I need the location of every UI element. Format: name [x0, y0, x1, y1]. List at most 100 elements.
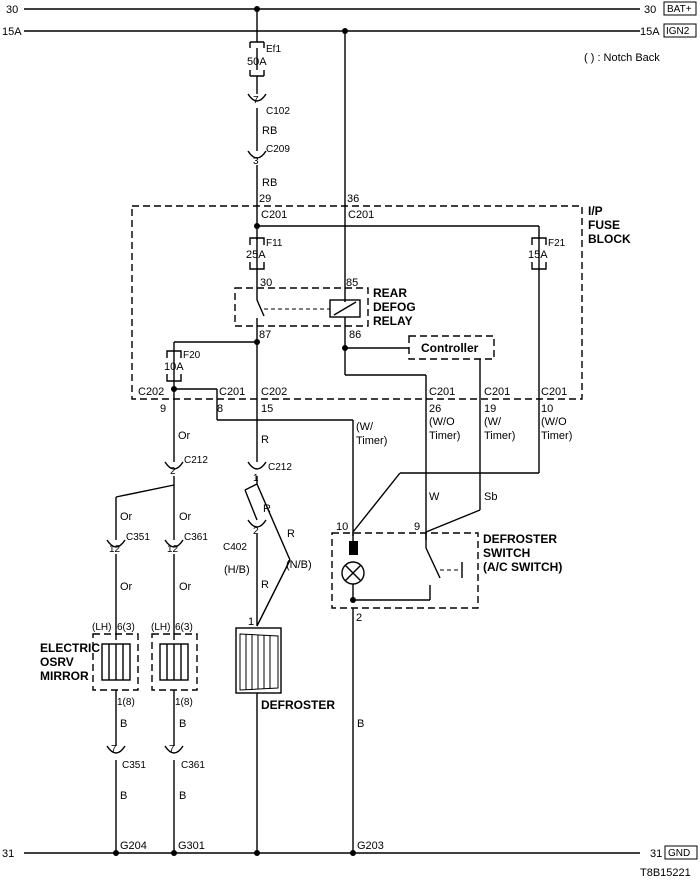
connector-c212-left: 2 C212: [164, 455, 208, 477]
svg-text:Timer): Timer): [541, 430, 572, 442]
wire-label-rb: RB: [262, 177, 277, 189]
svg-text:12: 12: [167, 544, 179, 555]
ign-rail: 15A 15A IGN2: [2, 23, 697, 38]
svg-text:(LH): (LH): [151, 622, 170, 633]
svg-text:DEFROSTER: DEFROSTER: [483, 532, 557, 546]
connector-c212-mid: 1 C212: [247, 461, 292, 484]
svg-text:FUSE: FUSE: [588, 218, 620, 232]
svg-text:I/P: I/P: [588, 204, 603, 218]
svg-text:B: B: [120, 790, 127, 802]
svg-text:R: R: [263, 503, 271, 515]
defroster-switch: 10 9 2 DEFROSTER SWITCH (A/C SWITCH): [331, 521, 562, 624]
svg-text:Timer): Timer): [484, 430, 515, 442]
svg-text:1(8): 1(8): [175, 697, 193, 708]
connector-c402: 2 C402: [223, 519, 267, 553]
ip-fuse-block: [131, 205, 583, 400]
fuse-f20: F20 10A: [164, 350, 201, 382]
svg-text:B: B: [179, 790, 186, 802]
svg-text:SWITCH: SWITCH: [483, 546, 530, 560]
svg-text:Sb: Sb: [484, 491, 497, 503]
defroster-label: DEFROSTER: [261, 698, 335, 712]
svg-text:Or: Or: [179, 511, 192, 523]
svg-text:10: 10: [541, 403, 553, 415]
svg-text:7: 7: [111, 744, 117, 755]
svg-text:B: B: [120, 718, 127, 730]
svg-text:31: 31: [650, 848, 662, 860]
svg-text:25A: 25A: [246, 249, 266, 261]
svg-text:REAR: REAR: [373, 286, 407, 300]
svg-text:F20: F20: [183, 350, 201, 361]
connector-c102: 7 C102: [247, 93, 290, 117]
svg-text:F21: F21: [548, 238, 566, 249]
svg-text:Or: Or: [120, 511, 133, 523]
bat-tag: BAT+: [667, 4, 692, 15]
ground-g301: G301: [178, 840, 205, 852]
junction-dot: [350, 850, 356, 856]
svg-text:36: 36: [347, 193, 359, 205]
rear-defroster-grid: DEFROSTER: [235, 627, 335, 712]
connector-c361-top: 12 C361: [164, 532, 208, 555]
junction-dot: [171, 850, 177, 856]
svg-text:(H/B): (H/B): [224, 564, 250, 576]
svg-text:12: 12: [109, 544, 121, 555]
wire-label-rb: RB: [262, 125, 277, 137]
svg-text:W: W: [429, 491, 440, 503]
svg-text:15A: 15A: [528, 249, 548, 261]
svg-text:1: 1: [248, 616, 254, 628]
fuse-ef1-rating: 50A: [247, 56, 267, 68]
svg-text:9: 9: [414, 521, 420, 533]
connector-c351-top: 12 C351: [106, 532, 150, 555]
fuse-ef1: Ef1 50A: [247, 41, 281, 77]
svg-text:86: 86: [349, 329, 361, 341]
svg-text:C201: C201: [261, 209, 287, 221]
svg-text:C212: C212: [268, 462, 292, 473]
svg-text:2: 2: [170, 466, 176, 477]
svg-text:6(3): 6(3): [117, 622, 135, 633]
gnd-rail: 31 31 GND: [2, 845, 698, 860]
svg-text:31: 31: [2, 848, 14, 860]
svg-text:(N/B): (N/B): [286, 559, 312, 571]
svg-text:F11: F11: [266, 238, 283, 249]
svg-text:ELECTRIC: ELECTRIC: [40, 641, 100, 655]
svg-text:C212: C212: [184, 455, 208, 466]
svg-text:3: 3: [253, 156, 259, 167]
svg-text:C351: C351: [126, 532, 150, 543]
svg-text:9: 9: [160, 403, 166, 415]
controller-label: Controller: [421, 341, 479, 355]
svg-text:85: 85: [346, 277, 358, 289]
ground-g203: G203: [357, 840, 384, 852]
svg-text:10A: 10A: [164, 361, 184, 373]
svg-text:26: 26: [429, 403, 441, 415]
svg-text:2: 2: [253, 526, 259, 537]
ign-rail-right-label: 15A: [640, 26, 660, 38]
svg-text:BLOCK: BLOCK: [588, 232, 631, 246]
svg-text:10: 10: [336, 521, 348, 533]
svg-text:DEFOG: DEFOG: [373, 300, 416, 314]
svg-text:7: 7: [253, 95, 259, 106]
connector-c209: 3 C209: [247, 144, 290, 167]
svg-text:C202: C202: [261, 386, 287, 398]
svg-text:Or: Or: [179, 581, 192, 593]
ground-g204: G204: [120, 840, 147, 852]
svg-text:C361: C361: [181, 760, 205, 771]
connector-c351-bottom: 7 C351: [106, 744, 146, 771]
mirror-right: (LH) 6(3) 1(8): [151, 622, 198, 708]
svg-text:C361: C361: [184, 532, 208, 543]
svg-text:C202: C202: [138, 386, 164, 398]
svg-text:30: 30: [260, 277, 272, 289]
svg-text:C102: C102: [266, 106, 290, 117]
svg-text:6(3): 6(3): [175, 622, 193, 633]
svg-text:C201: C201: [348, 209, 374, 221]
svg-text:7: 7: [169, 744, 175, 755]
svg-text:C351: C351: [122, 760, 146, 771]
svg-text:B: B: [357, 718, 364, 730]
diagram-id: T8B15221: [640, 867, 691, 879]
svg-text:(A/C SWITCH): (A/C SWITCH): [483, 560, 562, 574]
svg-text:19: 19: [484, 403, 496, 415]
svg-text:B: B: [179, 718, 186, 730]
ign-rail-left-label: 15A: [2, 26, 22, 38]
svg-text:Or: Or: [120, 581, 133, 593]
connector-c361-bottom: 7 C361: [164, 744, 205, 771]
fuse-ef1-name: Ef1: [266, 44, 281, 55]
bat-rail-left-label: 30: [6, 4, 18, 16]
